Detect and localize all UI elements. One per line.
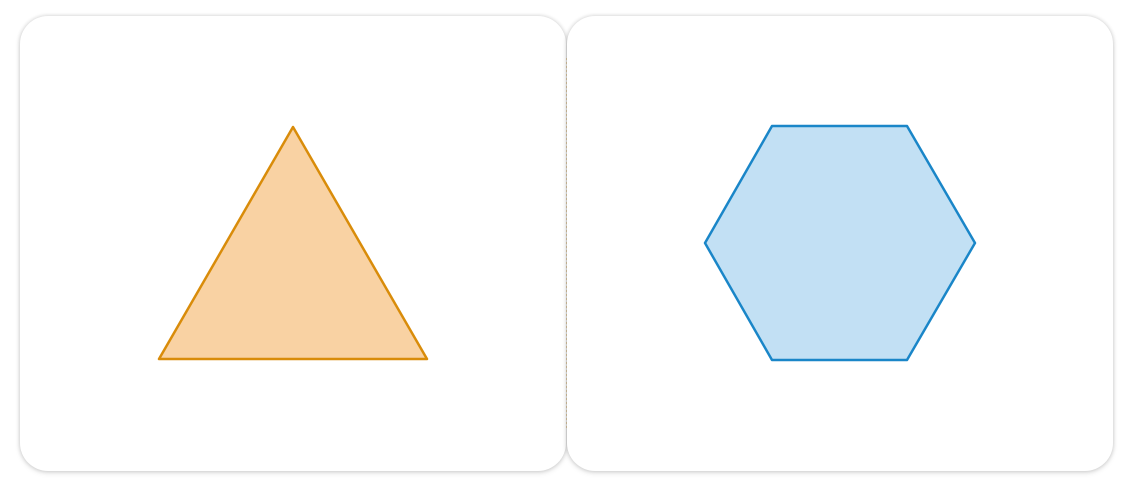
- hexagon-shape: [703, 124, 977, 362]
- triangle-figure: [157, 125, 429, 361]
- triangle-card: [20, 16, 566, 471]
- triangle-shape: [157, 125, 429, 361]
- hexagon-card: [567, 16, 1113, 471]
- hexagon-figure: [703, 124, 977, 362]
